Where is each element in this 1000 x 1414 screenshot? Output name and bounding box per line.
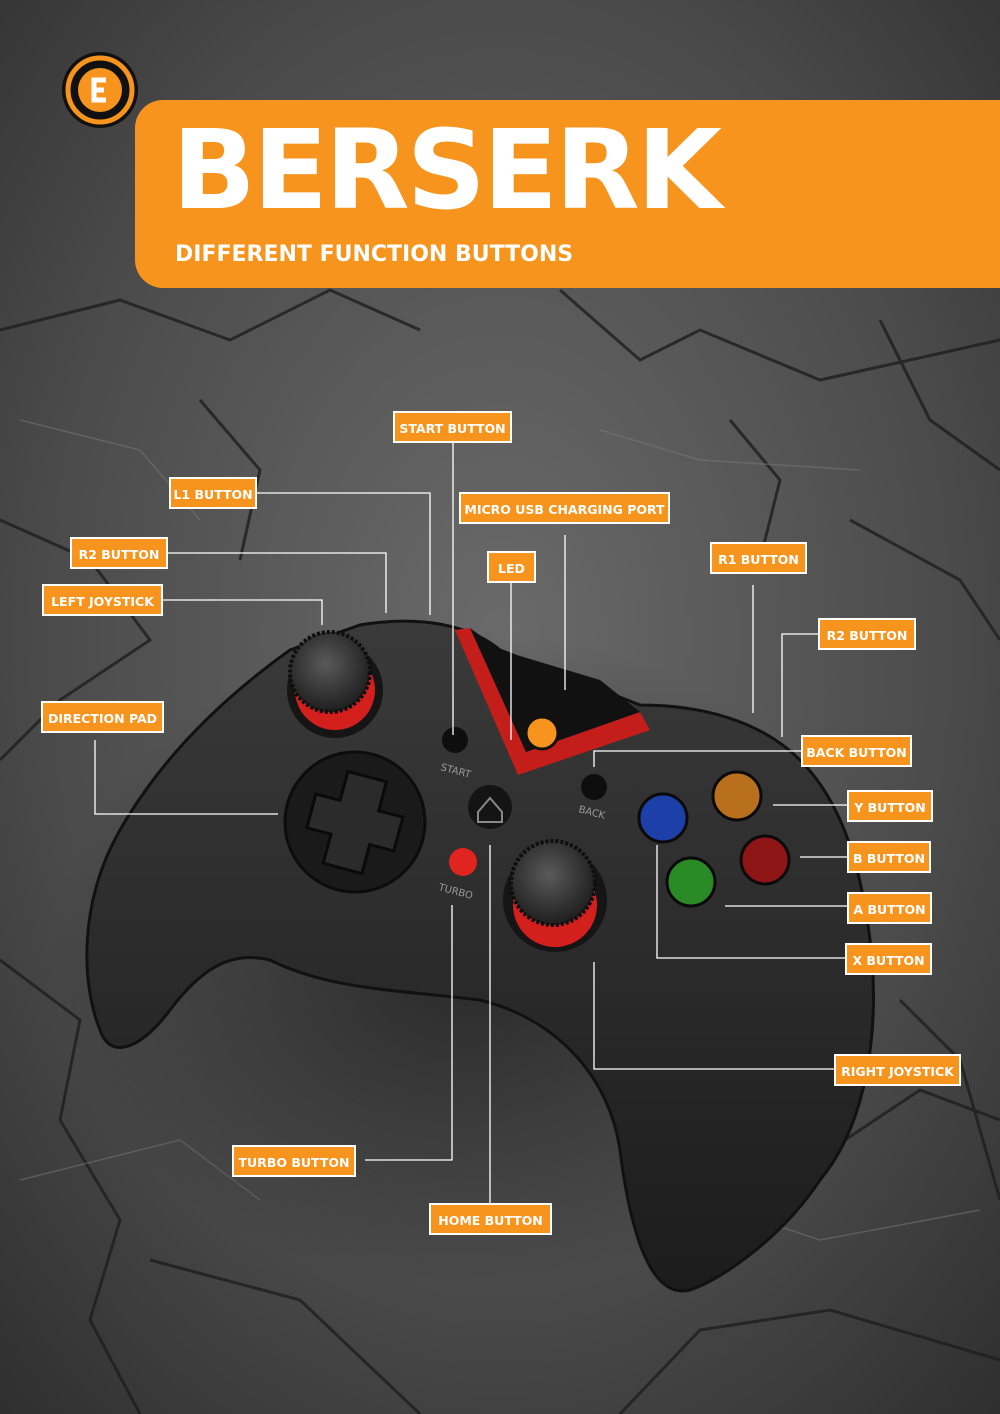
right-joystick (503, 839, 607, 952)
callout-a-button: A BUTTON (847, 892, 932, 924)
turbo-button (449, 848, 477, 876)
page-subtitle: DIFFERENT FUNCTION BUTTONS (175, 242, 574, 267)
page-title: BERSERK (172, 106, 722, 234)
start-button (442, 727, 468, 753)
led-v-stripe (455, 628, 650, 775)
callout-turbo-button: TURBO BUTTON (232, 1145, 356, 1177)
direction-pad (283, 750, 427, 894)
back-button (581, 774, 607, 800)
callout-l1-button: L1 BUTTON (169, 477, 257, 509)
brand-logo-icon (62, 52, 138, 128)
callout-b-button: B BUTTON (847, 841, 931, 873)
callout-y-button: Y BUTTON (847, 790, 933, 822)
b-face-button (739, 834, 791, 886)
title-banner (135, 100, 1000, 288)
callout-r1-button: R1 BUTTON (710, 542, 807, 574)
left-joystick (287, 630, 383, 738)
callout-left-joystick: LEFT JOYSTICK (42, 584, 163, 616)
callout-direction-pad: DIRECTION PAD (41, 701, 164, 733)
callout-r2-button: R2 BUTTON (818, 618, 916, 650)
callout-l2-button: R2 BUTTON (70, 537, 168, 569)
home-button (468, 785, 512, 829)
callout-led: LED (487, 551, 536, 583)
a-face-button (665, 856, 717, 908)
callout-right-joystick: RIGHT JOYSTICK (834, 1054, 961, 1086)
callout-back-button: BACK BUTTON (801, 735, 912, 767)
callout-start-button: START BUTTON (393, 411, 512, 443)
center-logo-icon (524, 715, 560, 751)
callout-x-button: X BUTTON (845, 943, 932, 975)
controller-body (85, 619, 875, 1293)
callout-home-button: HOME BUTTON (429, 1203, 552, 1235)
x-face-button (637, 792, 689, 844)
callout-micro-usb-port: MICRO USB CHARGING PORT (459, 492, 670, 524)
y-face-button (711, 770, 763, 822)
